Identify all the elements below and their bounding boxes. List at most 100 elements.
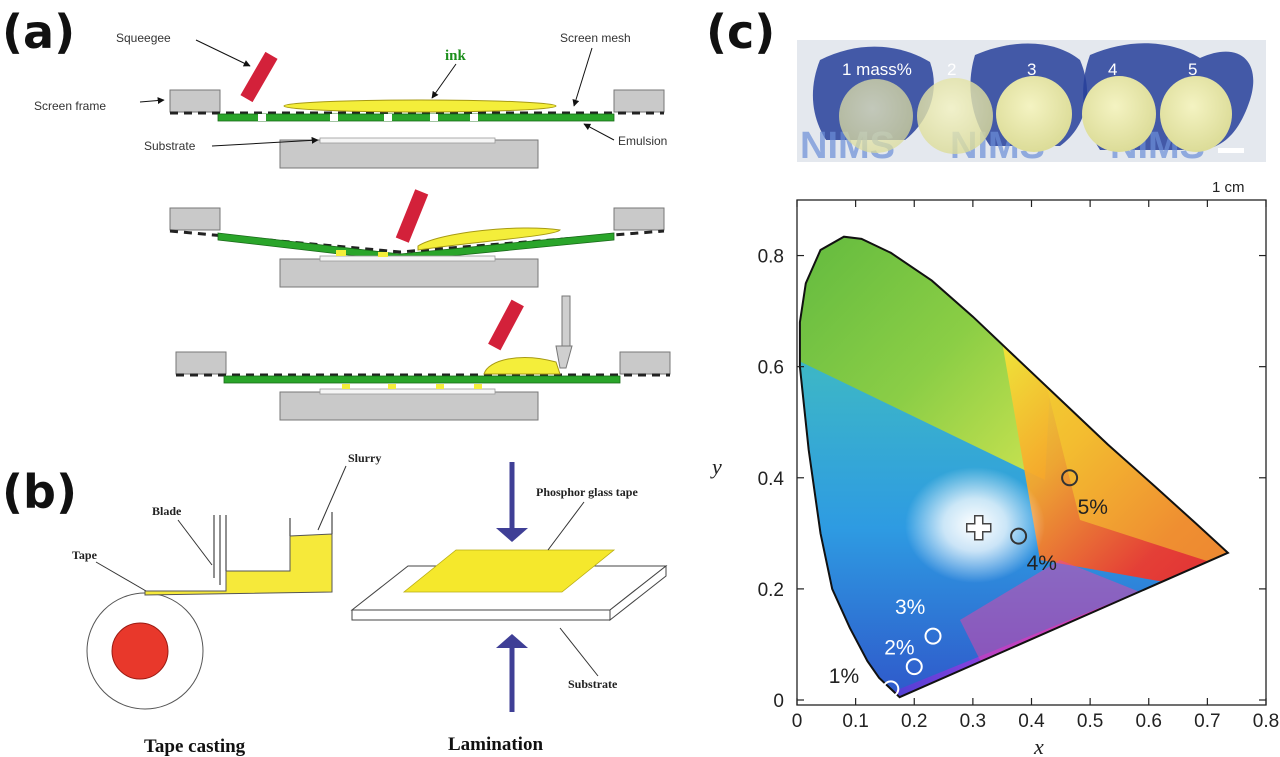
sample-label-5: 5 [1188, 60, 1197, 79]
label-screen-mesh: Screen mesh [560, 31, 631, 45]
screen-frame-left [175, 351, 227, 375]
y-axis-label: y [710, 454, 722, 479]
mesh-opening [330, 114, 338, 121]
printed-dot [336, 250, 346, 256]
screen-printing-diagram: Squeegee ink Screen mesh Screen frame Su… [34, 31, 671, 421]
y-tick-label: 0 [773, 691, 784, 712]
mesh-opening [430, 114, 438, 121]
flood-bar [561, 295, 571, 347]
label-screen-frame: Screen frame [34, 99, 106, 113]
data-points: 1%2%3%4%5% [829, 469, 1108, 698]
sample-disc-5 [1160, 76, 1232, 152]
arrow-substrate-a [211, 136, 319, 147]
printed-dot [436, 384, 444, 389]
scale-bar-label: 1 cm [1212, 179, 1245, 196]
slurry-and-tape [144, 533, 333, 596]
data-point-marker [905, 658, 923, 676]
arrow-squeegee [195, 39, 251, 67]
data-point-marker [882, 680, 900, 698]
flood-bar-tip [555, 345, 573, 369]
phosphor-glass-tape [402, 549, 616, 593]
lamination-diagram: Phosphor glass tape Substrate Lamination [350, 462, 668, 755]
data-point-label: 3% [895, 596, 925, 619]
x-tick-label: 0.6 [1136, 711, 1162, 732]
arrow-ink [431, 63, 457, 99]
panel-label-c: (c) [706, 5, 775, 59]
leader-substrate-b [559, 627, 599, 677]
sample-disc-4 [1082, 76, 1156, 152]
substrate-sheet [319, 255, 496, 262]
data-point-label: 4% [1027, 552, 1057, 575]
label-squeegee: Squeegee [116, 31, 171, 45]
white-point-marker [965, 515, 992, 541]
data-point-marker [1010, 527, 1028, 545]
ink-blob [417, 227, 561, 251]
substrate-block [279, 391, 539, 421]
caption-lamination: Lamination [448, 734, 543, 755]
substrate-block [279, 139, 539, 169]
substrate-block [279, 258, 539, 288]
squeegee [395, 189, 429, 243]
stage-3 [175, 295, 671, 421]
tape-roll-core [111, 622, 169, 680]
leader-phosphor-glass-tape [547, 501, 585, 551]
data-point-marker [924, 627, 942, 645]
panel-label-a: (a) [2, 5, 75, 59]
sample-label-1: 1 mass% [842, 60, 912, 79]
x-tick-label: 0.4 [1018, 711, 1045, 732]
sample-label-3: 3 [1027, 60, 1036, 79]
substrate-sheet [319, 388, 496, 395]
screen-frame-right [613, 207, 665, 231]
scale-bar [1218, 148, 1244, 153]
lamination-substrate-edge [351, 609, 611, 621]
ink-blob [483, 357, 561, 375]
squeegee [240, 51, 278, 103]
label-ink: ink [445, 48, 467, 64]
y-tick-label: 0.2 [758, 580, 784, 601]
squeegee [488, 299, 524, 351]
x-tick-label: 0.7 [1194, 711, 1220, 732]
arrow-screen-mesh [572, 47, 593, 107]
label-slurry: Slurry [348, 451, 381, 465]
y-tick-label: 0.4 [758, 469, 785, 490]
spectral-locus-outline [798, 235, 1230, 699]
stage-2 [169, 189, 665, 288]
substrate-sheet [319, 137, 496, 144]
x-tick-label: 0.1 [842, 711, 868, 732]
label-substrate-a: Substrate [144, 139, 196, 153]
sample-label-2: 2 [947, 60, 956, 79]
emulsion-layer [217, 113, 615, 122]
screen-frame-left [169, 207, 221, 231]
arrow-screen-frame [139, 97, 165, 105]
label-phosphor-glass-tape: Phosphor glass tape [536, 485, 638, 499]
lamination-substrate-side [609, 564, 667, 622]
label-substrate-b: Substrate [568, 677, 618, 691]
label-emulsion: Emulsion [618, 134, 667, 148]
press-arrow-top-head [496, 528, 528, 542]
label-tape: Tape [72, 548, 98, 562]
mesh-opening [258, 114, 266, 121]
printed-dot [378, 252, 388, 257]
color-gamut-fill [799, 236, 1228, 698]
printed-dot [474, 384, 482, 389]
caption-tape-casting: Tape casting [144, 736, 246, 757]
data-point-marker [1061, 469, 1079, 487]
emulsion-layer [217, 232, 615, 262]
stage-1: Squeegee ink Screen mesh Screen frame Su… [34, 31, 667, 169]
leader-tape [95, 561, 147, 592]
label-blade: Blade [152, 504, 182, 518]
sample-label-4: 4 [1108, 60, 1117, 79]
mesh-opening [470, 114, 478, 121]
printed-dot [342, 384, 350, 389]
printed-dot [388, 384, 396, 389]
emulsion-layer [223, 375, 621, 384]
sample-photograph: NIMS NIMS NIMS 1 mass% 2 3 4 5 1 cm [797, 40, 1266, 196]
x-tick-label: 0.2 [901, 711, 927, 732]
x-tick-label: 0 [792, 711, 803, 732]
sample-disc-2 [917, 78, 993, 154]
x-tick-label: 0.8 [1253, 711, 1279, 732]
y-tick-label: 0.8 [758, 247, 784, 268]
